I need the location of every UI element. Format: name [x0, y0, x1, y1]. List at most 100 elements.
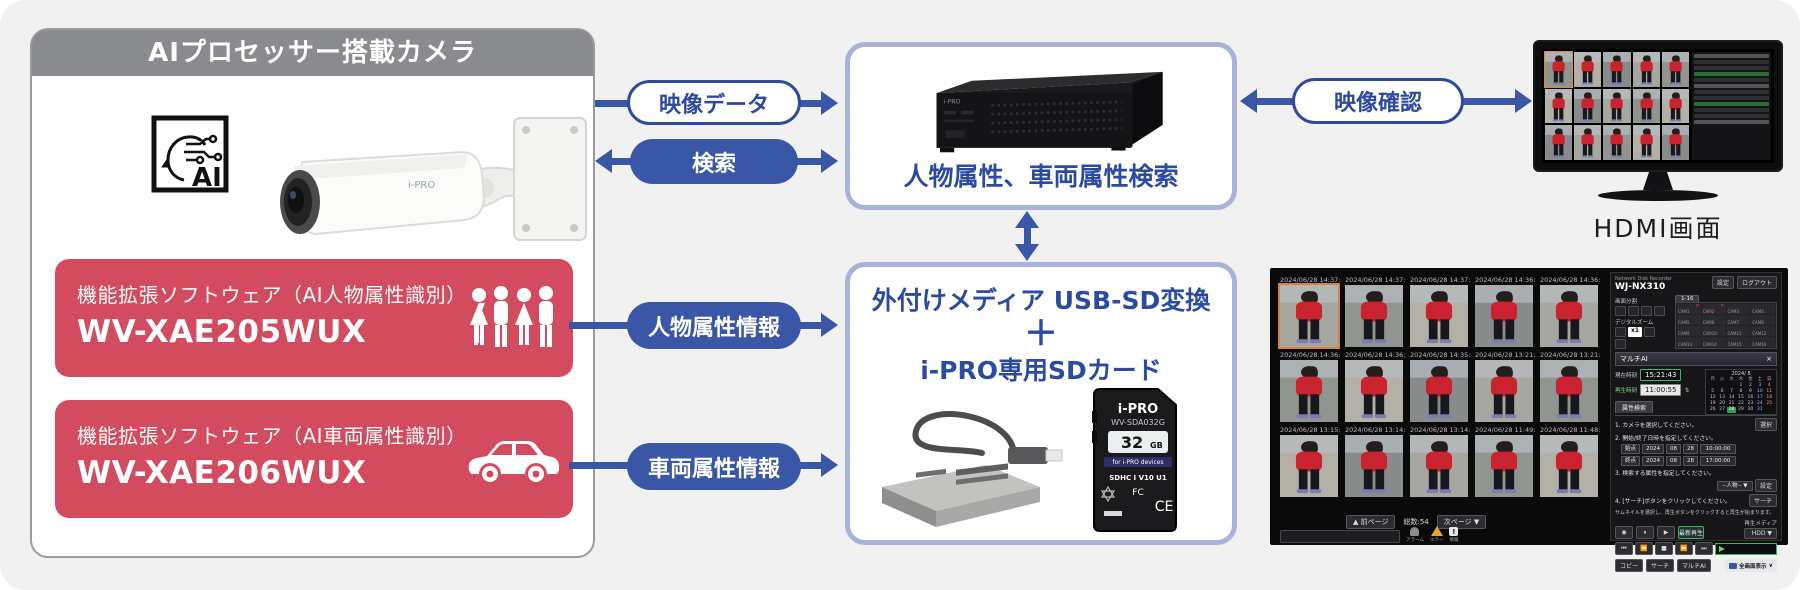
result-thumbnail[interactable]: 2024/06/28 11:49:19 — [1475, 426, 1535, 497]
camera-cell[interactable]: CAM16 — [1751, 337, 1775, 347]
start-time[interactable]: 10:00:00 — [1700, 444, 1737, 454]
result-thumbnail[interactable]: 2024/06/28 14:36:13 — [1280, 351, 1340, 422]
pause-button[interactable]: ⏸ — [1636, 526, 1654, 539]
camera-cell[interactable]: CAM9 — [1677, 326, 1701, 336]
calendar-day[interactable]: 17 — [1756, 395, 1763, 400]
play-media-dropdown[interactable]: HDD ▼ — [1744, 528, 1777, 539]
camera-select-button[interactable]: 選択 — [1754, 418, 1777, 431]
end-day[interactable]: 28 — [1683, 456, 1699, 466]
camera-cell[interactable]: CAM7 — [1726, 315, 1751, 325]
calendar-day[interactable]: 21 — [1728, 401, 1735, 406]
camera-cell[interactable]: CAM4 — [1751, 304, 1775, 314]
latest-play-button[interactable]: 最新再生 — [1678, 526, 1705, 539]
start-month[interactable]: 08 — [1666, 444, 1682, 454]
result-thumbnail[interactable]: 2024/06/28 14:35:53 — [1410, 351, 1470, 422]
camera-cell[interactable]: CAM3 — [1726, 304, 1751, 314]
attribute-search-tab[interactable]: 属性検索 — [1615, 401, 1654, 413]
calendar-day[interactable]: 18 — [1766, 395, 1773, 400]
calendar-day[interactable]: 16 — [1747, 395, 1754, 400]
result-thumbnail[interactable]: 2024/06/28 14:37:37 — [1345, 276, 1405, 347]
transport-button[interactable]: ⏪ — [1635, 542, 1653, 555]
calendar-day[interactable]: 12 — [1709, 395, 1716, 400]
calendar-day[interactable]: 8 — [1739, 389, 1743, 394]
prev-page-button[interactable]: ▲ 前ページ — [1346, 515, 1396, 529]
start-day[interactable]: 28 — [1683, 444, 1699, 454]
calendar-day[interactable]: 26 — [1709, 407, 1716, 412]
info-icon[interactable]: !情報 — [1449, 527, 1459, 543]
camera-cell[interactable]: CAM8 — [1751, 315, 1775, 325]
calendar-day[interactable] — [1765, 407, 1774, 413]
logout-button[interactable]: ログアウト — [1736, 276, 1777, 289]
result-thumbnail[interactable]: 2024/06/28 13:21:25 — [1540, 351, 1600, 422]
camera-capture-button[interactable]: ◉ — [1615, 526, 1633, 539]
calendar-day[interactable]: 27 — [1719, 407, 1725, 412]
calendar-day[interactable]: 23 — [1747, 401, 1754, 406]
end-time[interactable]: 17:00:00 — [1700, 456, 1737, 466]
play-time-value[interactable]: 11:00:55 — [1640, 384, 1682, 396]
error-icon[interactable]: エラー — [1430, 526, 1443, 543]
result-thumbnail[interactable]: 2024/06/28 13:21:55 — [1475, 351, 1535, 422]
camera-cell[interactable]: CAM12 — [1751, 326, 1775, 336]
camera-range-tab[interactable]: 1-16 — [1675, 295, 1700, 302]
calendar-day[interactable]: 25 — [1766, 401, 1773, 406]
multi-ai-button[interactable]: マルチAI — [1677, 559, 1711, 572]
camera-cell[interactable]: CAM15 — [1726, 337, 1751, 347]
fullscreen-button[interactable]: 全画面表示∨ — [1725, 559, 1777, 572]
calendar-day[interactable]: 28 — [1726, 407, 1737, 413]
camera-cell[interactable]: CAM10 — [1701, 326, 1726, 336]
transport-button[interactable]: ■ — [1655, 542, 1673, 555]
transport-button[interactable]: ⏩ — [1675, 542, 1693, 555]
search-button[interactable]: サーチ — [1748, 494, 1777, 507]
calendar-day[interactable]: 22 — [1738, 401, 1744, 406]
calendar-day[interactable]: 11 — [1766, 389, 1773, 394]
calendar-day[interactable]: 20 — [1719, 401, 1725, 406]
end-year[interactable]: 2024 — [1642, 456, 1665, 466]
calendar-day[interactable]: 2 — [1748, 383, 1752, 388]
calendar-day[interactable]: 6 — [1720, 389, 1724, 394]
calendar-day[interactable]: 5 — [1711, 389, 1715, 394]
calendar-day[interactable]: 29 — [1738, 407, 1744, 412]
start-year[interactable]: 2024 — [1642, 444, 1665, 454]
result-thumbnail[interactable]: 2024/06/28 11:48:55 — [1540, 426, 1600, 497]
attribute-set-button[interactable]: 設定 — [1754, 479, 1777, 492]
camera-cell[interactable]: ✕CAM2 — [1701, 303, 1726, 314]
digital-zoom-buttons[interactable]: x1 — [1615, 327, 1671, 337]
result-thumbnail[interactable]: 2024/06/28 13:14:34 — [1410, 426, 1470, 497]
calendar-day[interactable]: 1 — [1739, 383, 1743, 388]
camera-cell[interactable]: CAM14 — [1701, 337, 1726, 347]
result-thumbnail[interactable]: 2024/06/28 14:36:30 — [1540, 276, 1600, 347]
calendar-day[interactable]: 13 — [1719, 395, 1725, 400]
camera-cell[interactable]: ✕CAM1 — [1677, 303, 1701, 314]
calendar-day[interactable]: 10 — [1756, 389, 1763, 394]
calendar-day[interactable]: 30 — [1747, 407, 1754, 412]
calendar-day[interactable]: 4 — [1767, 383, 1771, 388]
camera-cell[interactable]: CAM6 — [1701, 315, 1726, 325]
result-thumbnail[interactable]: 2024/06/28 14:37:39 — [1278, 276, 1340, 349]
calendar-day[interactable]: 3 — [1758, 383, 1762, 388]
result-thumbnail[interactable]: 2024/06/28 13:15:01 — [1280, 426, 1340, 497]
camera-cell[interactable]: CAM5 — [1677, 315, 1701, 325]
search-button-2[interactable]: サーチ — [1646, 559, 1675, 572]
transport-button[interactable]: ⏮ — [1615, 542, 1633, 555]
calendar-day[interactable]: 14 — [1728, 395, 1735, 400]
result-thumbnail[interactable]: 2024/06/28 14:36:35 — [1475, 276, 1535, 347]
end-month[interactable]: 08 — [1666, 456, 1682, 466]
screen-split-buttons[interactable] — [1615, 306, 1671, 316]
next-page-button[interactable]: 次ページ ▼ — [1436, 515, 1487, 529]
alarm-icon[interactable]: アラーム — [1406, 527, 1424, 543]
calendar-day[interactable]: 7 — [1730, 389, 1733, 394]
calendar-day[interactable]: 31 — [1756, 407, 1763, 412]
camera-cell[interactable]: CAM13 — [1677, 337, 1701, 347]
attribute-dropdown[interactable]: --人物-- ▼ — [1716, 480, 1753, 491]
transport-button[interactable]: ⏭ — [1695, 542, 1713, 555]
calendar-day[interactable]: 15 — [1738, 395, 1744, 400]
calendar-day[interactable]: 19 — [1709, 401, 1716, 406]
close-icon[interactable]: × — [1766, 355, 1772, 363]
settings-button[interactable]: 設定 — [1711, 276, 1734, 289]
play-button[interactable]: ▶ — [1657, 526, 1675, 539]
result-thumbnail[interactable]: 2024/06/28 14:37:02 — [1410, 276, 1470, 347]
calendar-day[interactable]: 24 — [1756, 401, 1763, 406]
result-thumbnail[interactable]: 2024/06/28 14:36:12 — [1345, 351, 1405, 422]
result-thumbnail[interactable]: 2024/06/28 13:14:54 — [1345, 426, 1405, 497]
